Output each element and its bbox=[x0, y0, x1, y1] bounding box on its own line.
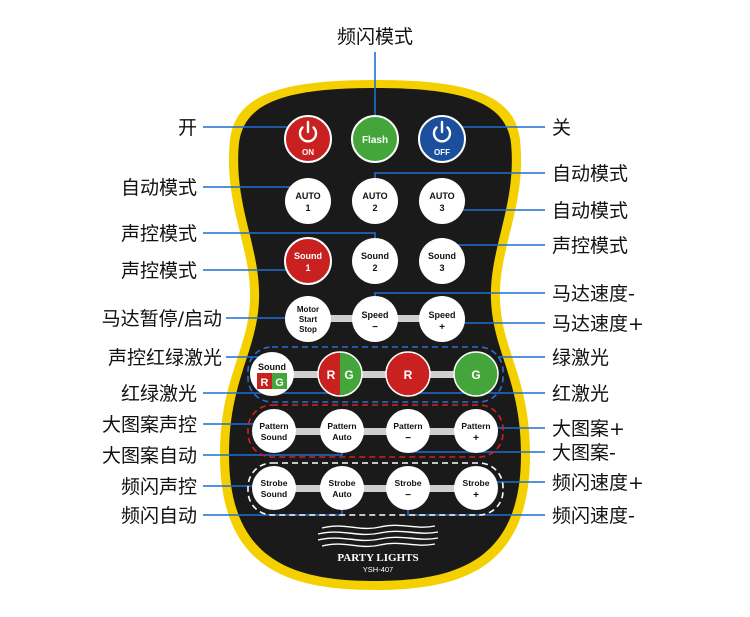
label-sound-left-1: 声控模式 bbox=[121, 223, 197, 245]
label-sound-left-2: 声控模式 bbox=[121, 260, 197, 282]
strobe-plus-line1: Strobe bbox=[463, 478, 490, 488]
auto1-button[interactable]: AUTO 1 bbox=[285, 178, 331, 224]
label-green-laser: 绿激光 bbox=[552, 347, 609, 369]
row6-bar bbox=[274, 428, 476, 435]
pattern-auto-line1: Pattern bbox=[327, 421, 356, 431]
rg-r: R bbox=[327, 368, 336, 382]
pattern-auto-button[interactable]: Pattern Auto bbox=[320, 409, 364, 453]
motor-button[interactable]: Motor Start Stop bbox=[285, 296, 331, 342]
sound-rg-button[interactable]: Sound R G bbox=[250, 352, 294, 396]
flash-button[interactable]: Flash bbox=[352, 116, 398, 162]
strobe-plus-button[interactable]: Strobe + bbox=[454, 466, 498, 510]
label-motor: 马达暂停/启动 bbox=[102, 308, 222, 330]
label-strobe-auto: 频闪自动 bbox=[121, 505, 197, 527]
on-button[interactable]: ON bbox=[285, 116, 331, 162]
rg-g: G bbox=[344, 368, 353, 382]
speed-plus-line2: + bbox=[439, 322, 445, 333]
sound2-line2: 2 bbox=[372, 263, 377, 273]
motor-line3: Stop bbox=[299, 325, 317, 334]
auto1-line2: 1 bbox=[305, 203, 310, 213]
label-on: 开 bbox=[178, 117, 197, 139]
row7-bar bbox=[274, 485, 476, 492]
label-strobe-sound: 频闪声控 bbox=[121, 476, 197, 498]
strobe-plus-line2: + bbox=[473, 490, 479, 501]
on-button-label: ON bbox=[302, 148, 314, 157]
flash-button-label: Flash bbox=[362, 135, 388, 146]
label-pattern-minus: 大图案- bbox=[552, 442, 616, 464]
auto1-line1: AUTO bbox=[295, 191, 320, 201]
sound1-line1: Sound bbox=[294, 251, 322, 261]
label-strobe-minus: 频闪速度- bbox=[552, 505, 635, 527]
motor-line2: Start bbox=[299, 315, 318, 324]
strobe-auto-line2: Auto bbox=[332, 489, 351, 499]
off-button[interactable]: OFF bbox=[419, 116, 465, 162]
sound3-line2: 3 bbox=[439, 263, 444, 273]
label-strobe-plus: 频闪速度+ bbox=[552, 472, 644, 494]
sound-rg-g: G bbox=[275, 377, 284, 389]
label-flash: 频闪模式 bbox=[337, 26, 413, 48]
label-red-laser: 红激光 bbox=[552, 383, 609, 405]
pattern-sound-line1: Pattern bbox=[259, 421, 288, 431]
auto3-line2: 3 bbox=[439, 203, 444, 213]
brand-name: PARTY LIGHTS bbox=[337, 552, 418, 564]
pattern-plus-button[interactable]: Pattern + bbox=[454, 409, 498, 453]
red-laser-button[interactable]: R bbox=[386, 352, 430, 396]
label-sound-right: 声控模式 bbox=[552, 235, 628, 257]
rg-laser-button[interactable]: R G bbox=[318, 352, 362, 396]
strobe-minus-line2: − bbox=[405, 490, 411, 501]
sound-rg-r: R bbox=[261, 377, 269, 389]
auto2-line2: 2 bbox=[372, 203, 377, 213]
strobe-sound-line2: Sound bbox=[261, 489, 287, 499]
strobe-sound-button[interactable]: Strobe Sound bbox=[252, 466, 296, 510]
sound3-button[interactable]: Sound 3 bbox=[419, 238, 465, 284]
green-laser-label: G bbox=[471, 368, 480, 382]
sound1-button[interactable]: Sound 1 bbox=[285, 238, 331, 284]
brand-model: YSH-407 bbox=[363, 565, 393, 574]
strobe-minus-button[interactable]: Strobe − bbox=[386, 466, 430, 510]
strobe-auto-line1: Strobe bbox=[329, 478, 356, 488]
label-sound-rg: 声控红绿激光 bbox=[108, 347, 222, 369]
sound-rg-line1: Sound bbox=[258, 362, 286, 372]
sound3-line1: Sound bbox=[428, 251, 456, 261]
label-auto-right-2: 自动模式 bbox=[552, 200, 628, 222]
pattern-sound-button[interactable]: Pattern Sound bbox=[252, 409, 296, 453]
pattern-minus-button[interactable]: Pattern − bbox=[386, 409, 430, 453]
pattern-sound-line2: Sound bbox=[261, 432, 287, 442]
label-auto-right-1: 自动模式 bbox=[552, 163, 628, 185]
speed-plus-line1: Speed bbox=[428, 310, 455, 320]
sound2-button[interactable]: Sound 2 bbox=[352, 238, 398, 284]
label-speed-plus: 马达速度+ bbox=[552, 313, 644, 335]
off-button-label: OFF bbox=[434, 148, 450, 157]
pattern-plus-line1: Pattern bbox=[461, 421, 490, 431]
sound1-line2: 1 bbox=[305, 263, 310, 273]
sound2-line1: Sound bbox=[361, 251, 389, 261]
pattern-plus-line2: + bbox=[473, 433, 479, 444]
row5-bar bbox=[272, 371, 476, 378]
pattern-minus-line1: Pattern bbox=[393, 421, 422, 431]
speed-minus-button[interactable]: Speed − bbox=[352, 296, 398, 342]
label-rg-laser: 红绿激光 bbox=[121, 383, 197, 405]
speed-minus-line2: − bbox=[372, 322, 378, 333]
label-pattern-sound: 大图案声控 bbox=[102, 414, 197, 436]
label-off: 关 bbox=[552, 117, 571, 139]
strobe-sound-line1: Strobe bbox=[261, 478, 288, 488]
pattern-auto-line2: Auto bbox=[332, 432, 351, 442]
red-laser-label: R bbox=[404, 368, 413, 382]
speed-plus-button[interactable]: Speed + bbox=[419, 296, 465, 342]
label-pattern-auto: 大图案自动 bbox=[102, 445, 197, 467]
label-auto-left: 自动模式 bbox=[121, 177, 197, 199]
strobe-minus-line1: Strobe bbox=[395, 478, 422, 488]
auto3-button[interactable]: AUTO 3 bbox=[419, 178, 465, 224]
label-speed-minus: 马达速度- bbox=[552, 283, 635, 305]
speed-minus-line1: Speed bbox=[361, 310, 388, 320]
motor-line1: Motor bbox=[297, 305, 319, 314]
auto2-button[interactable]: AUTO 2 bbox=[352, 178, 398, 224]
label-pattern-plus: 大图案+ bbox=[552, 418, 625, 440]
auto3-line1: AUTO bbox=[429, 191, 454, 201]
pattern-minus-line2: − bbox=[405, 433, 411, 444]
green-laser-button[interactable]: G bbox=[454, 352, 498, 396]
auto2-line1: AUTO bbox=[362, 191, 387, 201]
strobe-auto-button[interactable]: Strobe Auto bbox=[320, 466, 364, 510]
